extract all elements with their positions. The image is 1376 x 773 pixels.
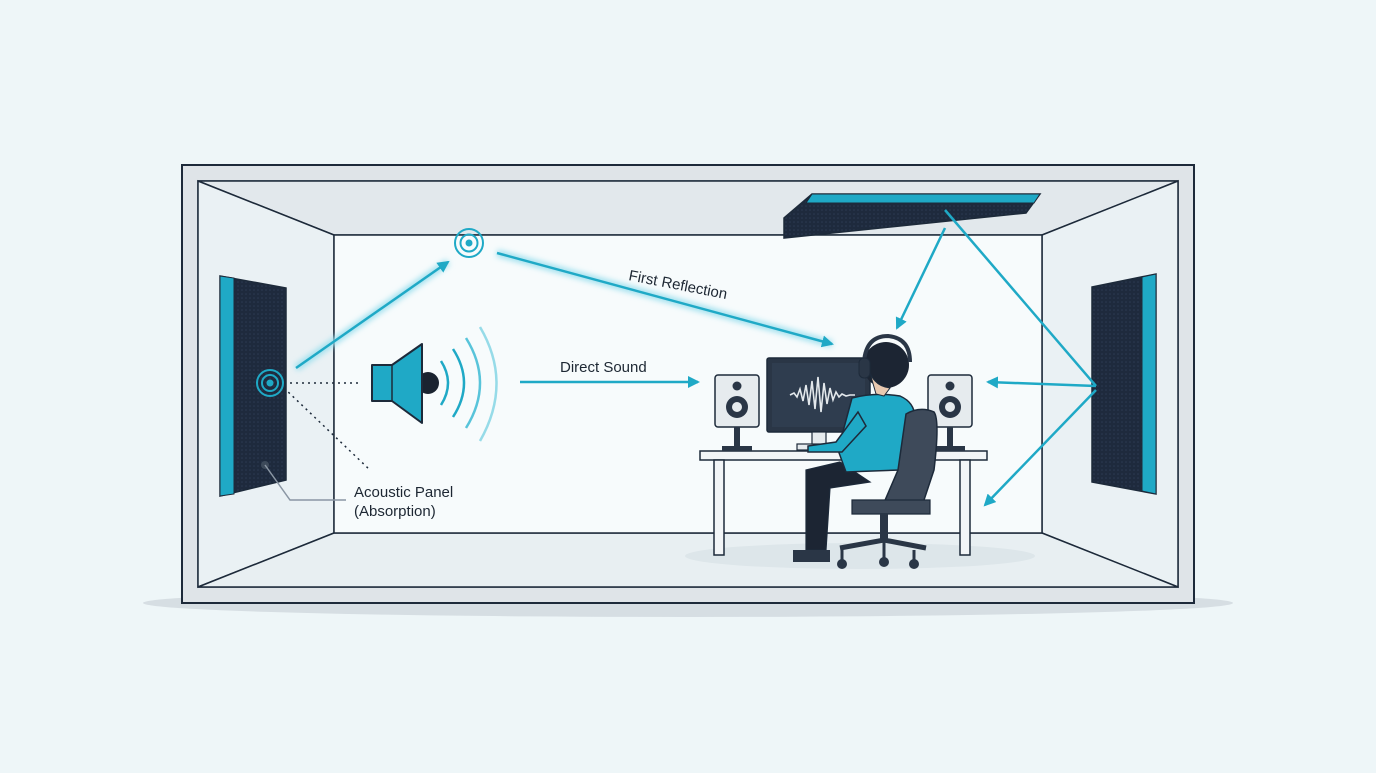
speaker-icon xyxy=(371,326,498,442)
ceiling-to-wall-path xyxy=(944,209,1097,387)
studio-monitor-left xyxy=(714,374,760,451)
ceiling-panel xyxy=(783,193,1042,239)
waveform-icon xyxy=(789,376,855,413)
dotted-connector xyxy=(283,387,371,471)
desk-shadow xyxy=(685,543,1035,569)
impact-ring-icon xyxy=(454,228,484,258)
ceiling-reflection-path xyxy=(895,227,947,330)
headphones-icon xyxy=(858,333,912,379)
engineer-figure xyxy=(793,333,938,569)
impact-ring-icon xyxy=(256,369,284,397)
reflection-path-left xyxy=(295,260,450,370)
right-acoustic-panel xyxy=(1091,273,1157,495)
studio-monitor-right xyxy=(927,374,973,451)
acoustic-panel-label: Acoustic Panel xyxy=(354,484,453,501)
wall-to-floor-path xyxy=(983,389,1097,507)
first-reflection-path xyxy=(496,251,834,348)
wall-reflection-path xyxy=(986,376,1097,389)
panel-leader-line xyxy=(264,464,346,501)
floor xyxy=(197,532,1179,588)
direct-sound-label: Direct Sound xyxy=(560,359,647,376)
office-chair xyxy=(837,408,938,569)
sound-paths xyxy=(293,209,1097,507)
acoustic-panel-sublabel: (Absorption) xyxy=(354,503,436,520)
left-acoustic-panel xyxy=(219,275,287,497)
ceiling xyxy=(197,180,1179,236)
